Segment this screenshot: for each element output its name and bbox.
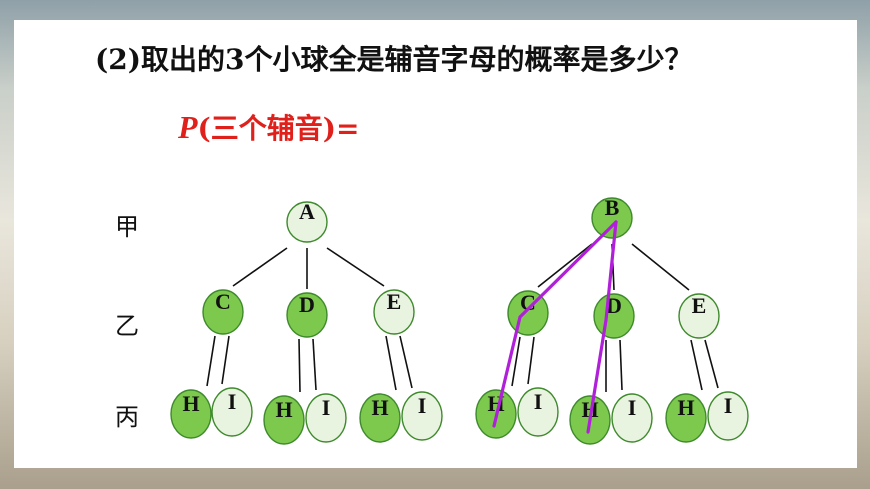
tree-1-edge-2-1: [704, 339, 719, 389]
tree-1-highlight-path-0: [492, 220, 618, 428]
tree-0-child-2-leaf-1-node-circle: [401, 391, 443, 441]
tree-1-root-node-label: B: [605, 195, 620, 220]
tree-1-child-2-node-label: E: [692, 293, 707, 318]
tree-1-child-0-leaf-1-node-label: I: [534, 389, 543, 414]
tree-0-root-node-label: A: [299, 199, 315, 224]
slide-panel: [14, 20, 857, 468]
tree-0-edge-0: [232, 247, 288, 287]
tree-0-edge-2-1: [399, 335, 413, 389]
tree-0-child-1-leaf-1-node-circle: [305, 393, 347, 443]
tree-1-edge-1-1: [619, 339, 623, 391]
tree-0-edge-1-0: [298, 338, 301, 393]
tree-0-edge-2: [326, 247, 385, 287]
tree-1-child-2-leaf-0-node-label: H: [677, 395, 694, 420]
tree-0-child-2-node-circle: [373, 289, 415, 335]
tree-1-child-2-node-circle: [678, 293, 720, 339]
probability-formula: P(三个辅音)=: [178, 107, 360, 147]
tree-0-child-1-leaf-1-node-label: I: [322, 395, 331, 420]
tree-0-child-0-leaf-0-node-label: H: [182, 391, 199, 416]
tree-1-edge-2: [631, 243, 690, 291]
tree-0-child-1-node-label: D: [299, 292, 315, 317]
tree-0-child-0-node-label: C: [215, 289, 231, 314]
level-label-jia: 甲: [115, 213, 139, 241]
tree-0-edge-0-1: [221, 335, 230, 385]
tree-0-child-2-node-label: E: [387, 289, 402, 314]
tree-1-child-1-node-label: D: [606, 293, 622, 318]
tree-0-child-2-leaf-0-node-circle: [359, 393, 401, 443]
tree-1-root-node-circle: [591, 197, 633, 239]
formula-rest: (三个辅音)=: [197, 112, 360, 145]
tree-1-edge-0-1: [527, 336, 535, 385]
tree-1-highlight-path-1: [586, 220, 618, 434]
tree-1-child-1-leaf-1-node-label: I: [628, 395, 637, 420]
tree-1-child-1-leaf-1-node-circle: [611, 393, 653, 443]
level-label-yi: 乙: [115, 312, 139, 340]
tree-1-child-0-leaf-1-node-circle: [517, 387, 559, 437]
tree-1-edge-0-0: [511, 336, 521, 387]
question-text: (2)取出的3个小球全是辅音字母的概率是多少？: [95, 43, 693, 76]
tree-1-edge-0: [537, 243, 593, 288]
tree-0-child-1-node-circle: [286, 292, 328, 338]
corner-note: · · · · ·: [80, 4, 98, 11]
tree-0-child-1-leaf-0-node-circle: [263, 395, 305, 445]
tree-0-child-2-leaf-1-node-label: I: [418, 393, 427, 418]
tree-1-child-2-leaf-1-node-label: I: [724, 393, 733, 418]
tree-1-edge-2-0: [690, 339, 703, 391]
tree-0-edge-2-0: [385, 335, 397, 391]
tree-1-child-0-node-label: C: [520, 290, 536, 315]
tree-0-child-0-leaf-1-node-circle: [211, 387, 253, 437]
tree-0-child-0-node-circle: [202, 289, 244, 335]
level-label-bing: 丙: [115, 403, 139, 431]
tree-0-child-1-leaf-0-node-label: H: [275, 397, 292, 422]
tree-0-child-2-leaf-0-node-label: H: [371, 395, 388, 420]
formula-p-symbol: P: [178, 109, 198, 145]
tree-0-edge-0-0: [206, 335, 216, 387]
tree-0-edge-1-1: [312, 338, 317, 391]
tree-1-child-2-leaf-1-node-circle: [707, 391, 749, 441]
tree-1-child-2-leaf-0-node-circle: [665, 393, 707, 443]
tree-0-root-node-circle: [286, 201, 328, 243]
tree-0-child-0-leaf-1-node-label: I: [228, 389, 237, 414]
tree-0-child-0-leaf-0-node-circle: [170, 389, 212, 439]
